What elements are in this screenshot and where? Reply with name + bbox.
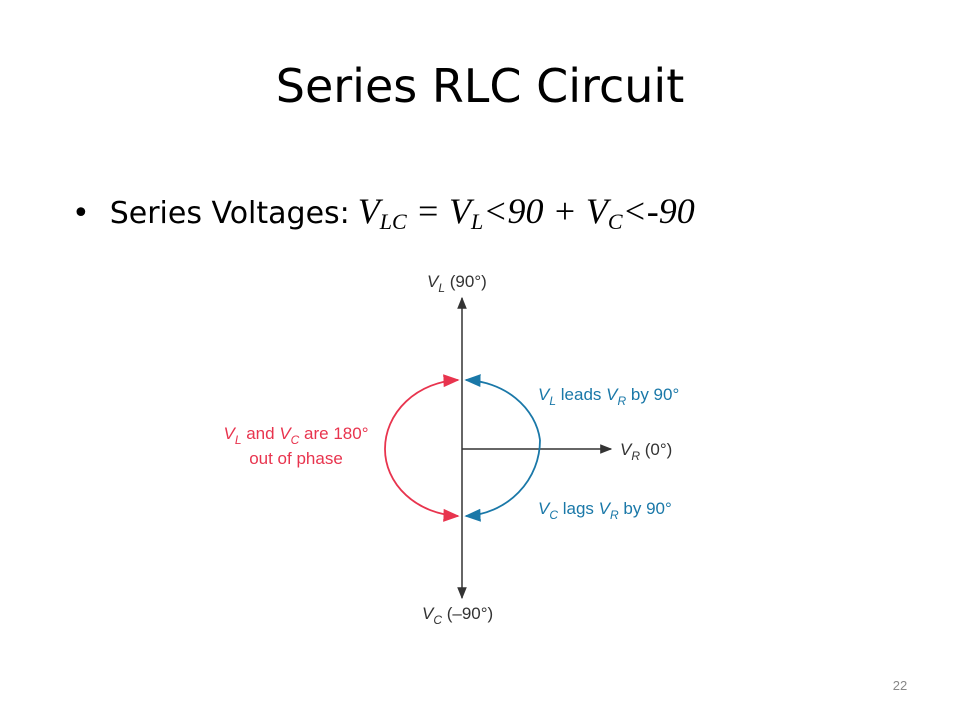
- vc-axis-label: VC (–90°): [422, 604, 493, 627]
- eq-sub-lc: LC: [379, 209, 407, 234]
- eq-equals: =: [406, 191, 449, 231]
- leads-arc: [464, 374, 541, 441]
- lags-arc: [464, 439, 541, 522]
- lags-annotation: VC lags VR by 90°: [538, 499, 672, 522]
- eq-sub-c: C: [607, 209, 623, 234]
- voltage-equation: VLC = VL<90 + VC<-90: [358, 190, 695, 235]
- slide-number: 22: [892, 678, 908, 693]
- bullet-label: Series Voltages:: [109, 196, 350, 231]
- phase-annotation-line2: out of phase: [249, 449, 343, 468]
- phase-annotation-line1: VL and VC are 180°: [223, 424, 368, 447]
- eq-v-c: V: [585, 191, 608, 231]
- eq-angle-l: <90 +: [483, 191, 586, 231]
- vr-axis-label: VR (0°): [620, 440, 672, 463]
- vl-axis-label: VL (90°): [427, 272, 487, 295]
- eq-angle-c: <-90: [622, 191, 695, 231]
- slide-title: Series RLC Circuit: [275, 59, 685, 113]
- eq-v-l: V: [448, 191, 471, 231]
- bullet-point: •: [72, 196, 90, 231]
- phase-arc-lower: [384, 448, 460, 522]
- eq-v-lc: V: [357, 191, 380, 231]
- bullet-item: • Series Voltages: VLC = VL<90 + VC<-90: [72, 190, 695, 240]
- phase-arc-upper: [384, 374, 460, 450]
- eq-sub-l: L: [470, 209, 484, 234]
- leads-annotation: VL leads VR by 90°: [538, 385, 679, 408]
